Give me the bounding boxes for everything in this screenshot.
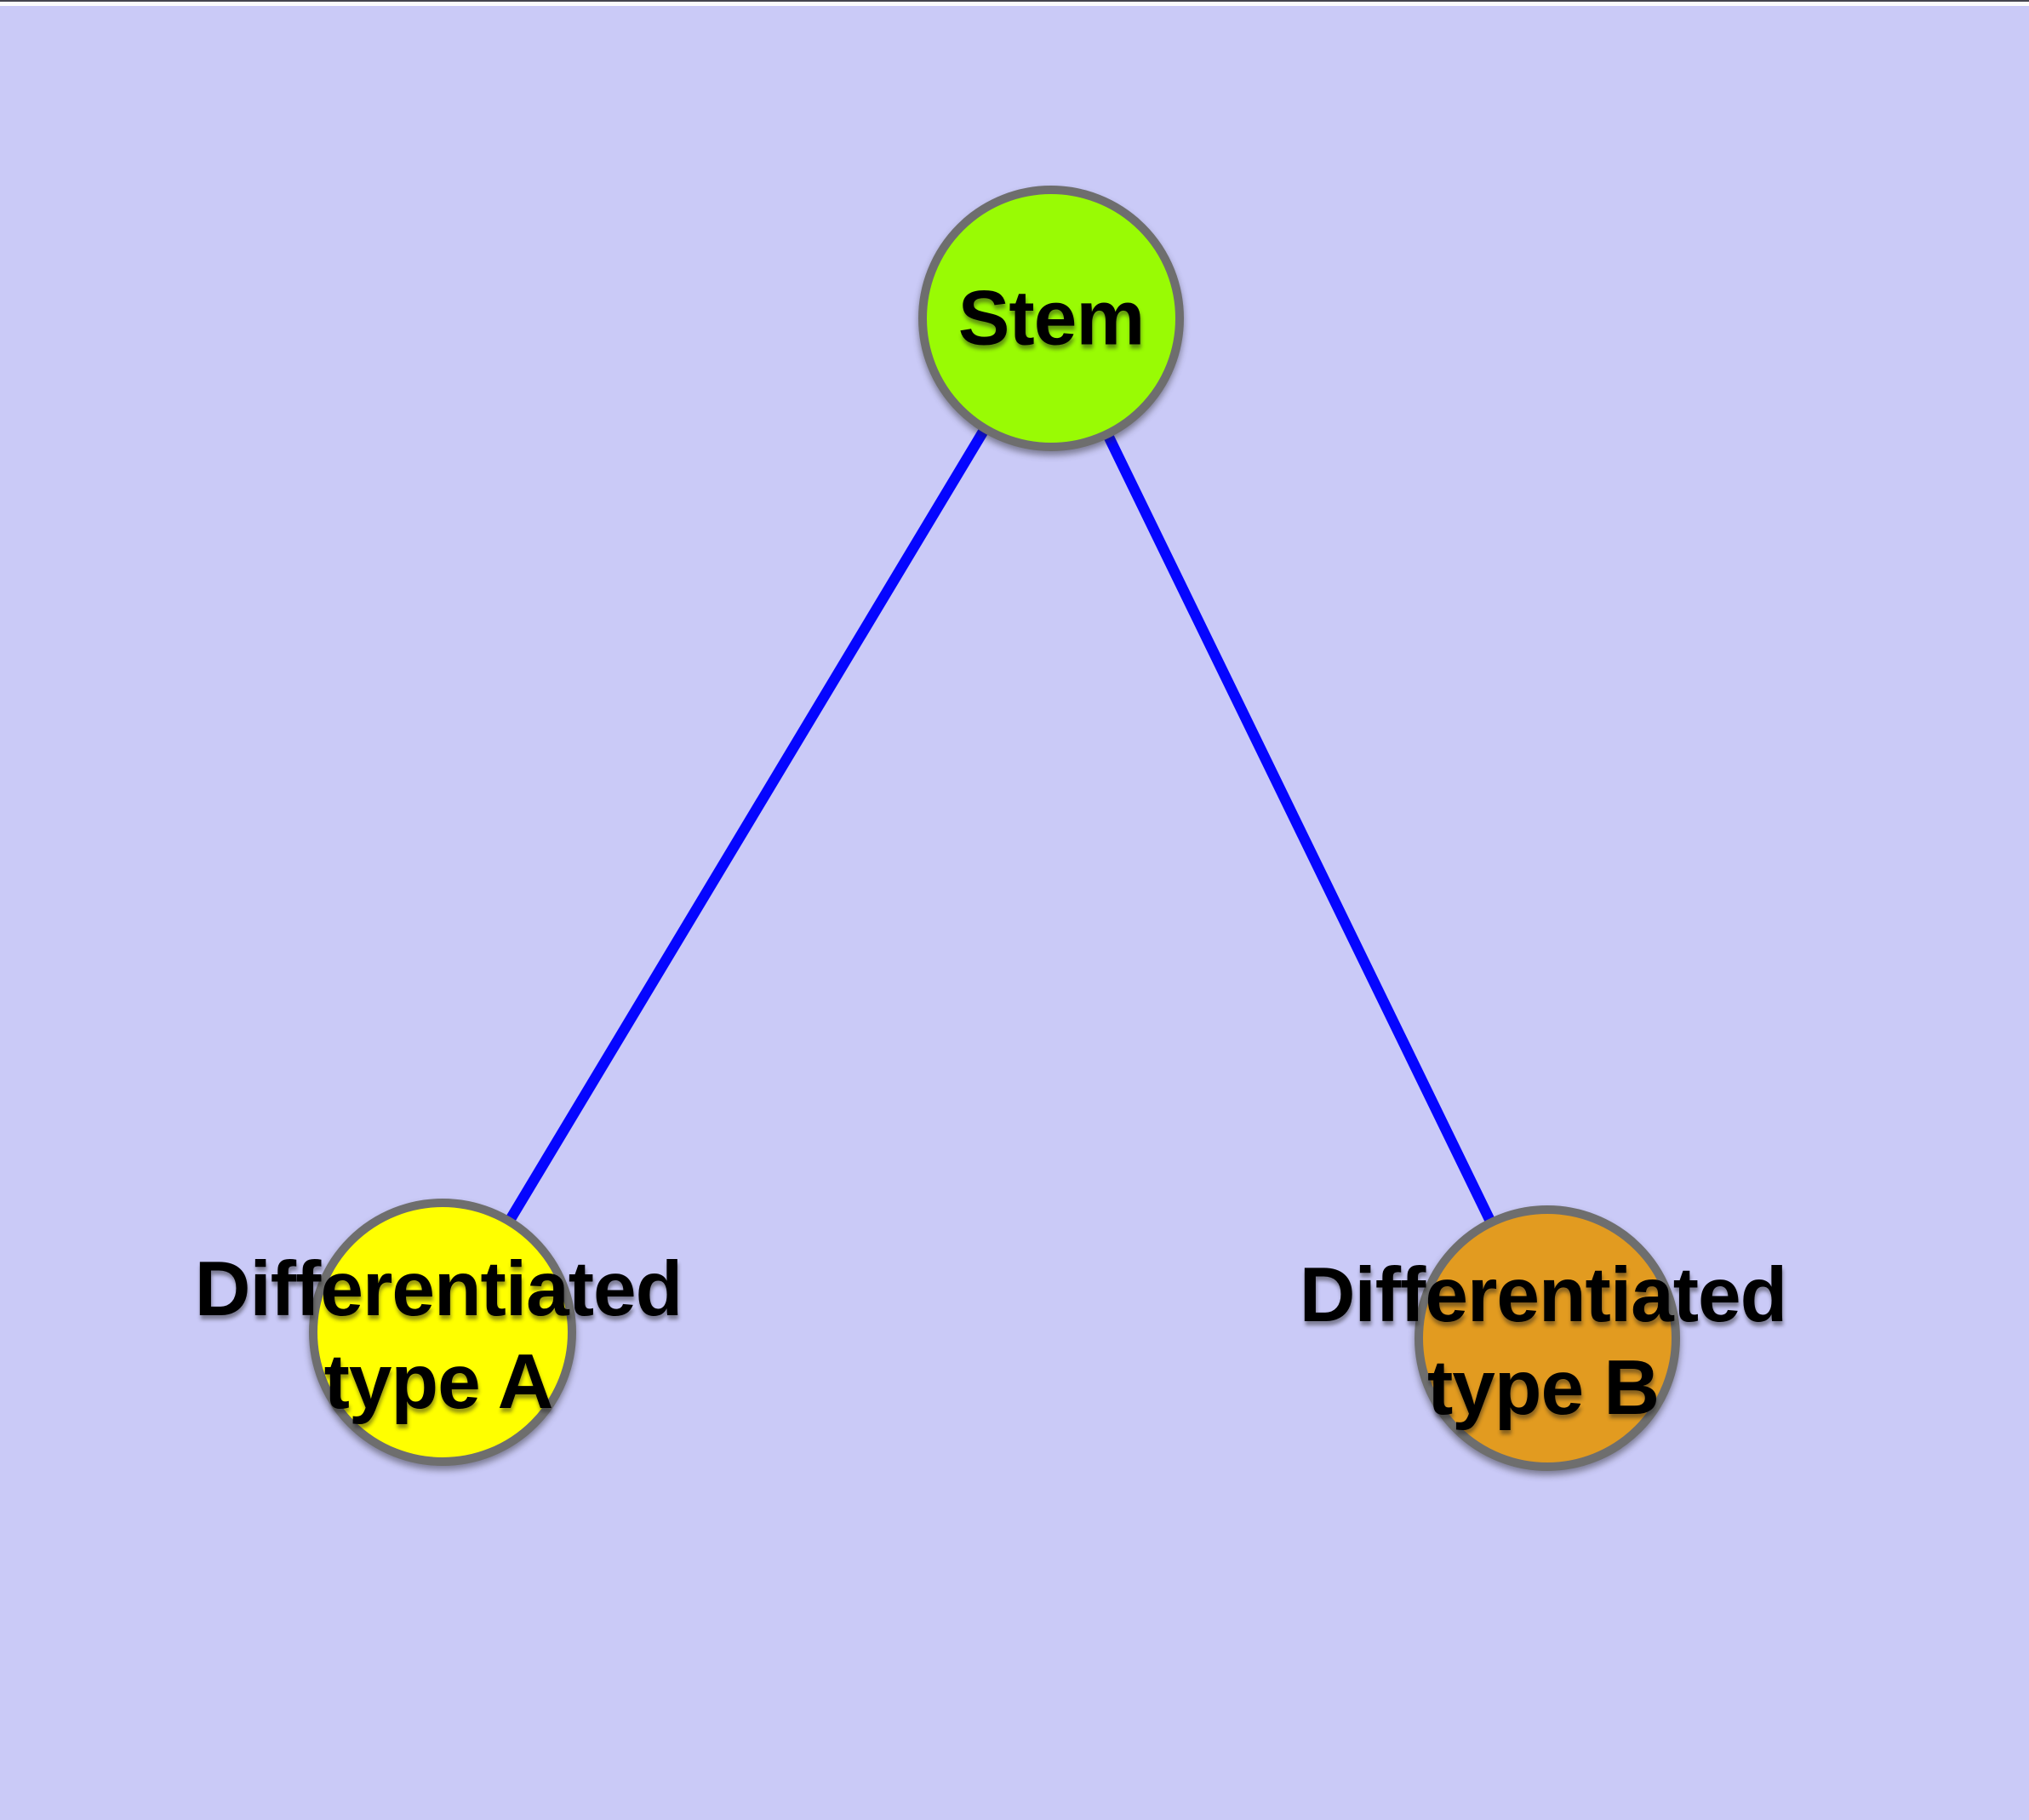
node-type-b-circle[interactable] xyxy=(1415,1205,1680,1471)
node-type-a-circle[interactable] xyxy=(309,1199,576,1466)
edge-stem-to-type-a[interactable] xyxy=(437,315,1056,1336)
node-stem-circle[interactable] xyxy=(918,186,1184,451)
edges-layer xyxy=(437,315,1552,1341)
window-top-edge xyxy=(0,0,2029,6)
edge-stem-to-type-b[interactable] xyxy=(1046,316,1552,1341)
nodes-layer xyxy=(309,186,1680,1471)
